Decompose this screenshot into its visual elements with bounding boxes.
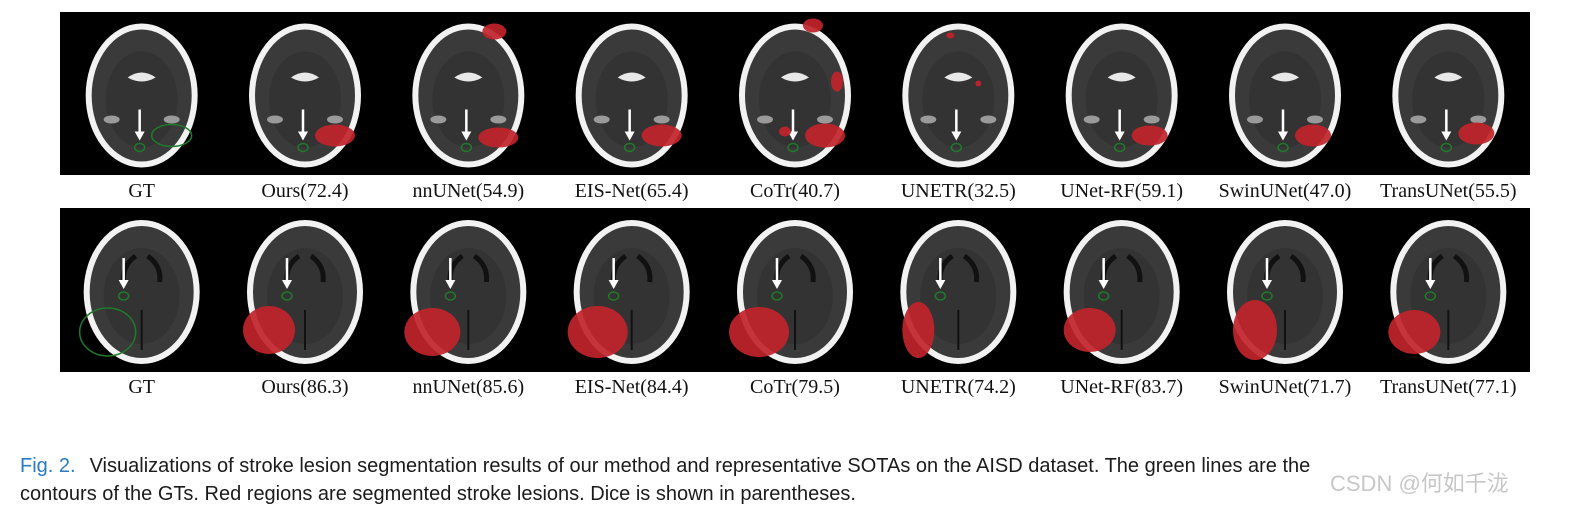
panel-label: Ours(72.4)	[261, 180, 349, 202]
lesion-region	[243, 306, 295, 354]
lesion-region	[404, 308, 461, 356]
lesion-region	[1388, 310, 1441, 354]
lesion-region	[779, 126, 791, 137]
ct-slice-panel	[412, 23, 525, 168]
panel-label: EIS-Net(65.4)	[574, 180, 689, 202]
lesion-region	[975, 80, 982, 87]
lesion-region	[902, 302, 935, 358]
ct-slice-panel	[404, 220, 527, 364]
caption-line-1: Fig. 2. Visualizations of stroke lesion s…	[20, 452, 1570, 480]
lesion-region	[315, 124, 355, 147]
lesion-region	[803, 18, 823, 33]
panel-label: GT	[128, 180, 155, 202]
ct-slice-panel	[739, 18, 851, 168]
ct-slice-panel	[1227, 220, 1343, 364]
panel-label: EIS-Net(84.4)	[574, 376, 689, 398]
lesion-region	[831, 71, 843, 92]
ct-strip-row-1	[60, 12, 1530, 175]
ct-slice-panel	[1063, 220, 1180, 364]
ct-slice-panel	[1065, 23, 1178, 168]
caption-text-1: Visualizations of stroke lesion segmenta…	[89, 455, 1311, 477]
lesion-region	[1131, 125, 1168, 146]
figure-caption: Fig. 2. Visualizations of stroke lesion s…	[20, 452, 1570, 508]
ct-slice-panel	[243, 220, 363, 364]
panel-label: UNet-RF(83.7)	[1060, 376, 1184, 398]
ct-strip-row-2	[60, 208, 1530, 372]
lesion-region	[1233, 300, 1277, 360]
ct-slice-panel	[900, 220, 1017, 364]
panel-label: CoTr(79.5)	[750, 376, 840, 398]
ct-slice-panel	[249, 23, 361, 168]
panel-label: SwinUNet(71.7)	[1218, 376, 1352, 398]
ct-slice-panel	[575, 23, 688, 168]
lesion-region	[567, 306, 628, 358]
panel-label: TransUNet(77.1)	[1380, 376, 1517, 398]
labels-row-1: GT Ours(72.4) nnUNet(54.9) EIS-Net(65.4)…	[60, 180, 1530, 203]
ct-slice-panel	[1388, 220, 1507, 364]
panel-label: nnUNet(85.6)	[412, 376, 525, 398]
watermark: CSDN @何如千泷	[1330, 471, 1509, 496]
ct-slice-panel	[902, 23, 1015, 168]
ct-slice-panel	[567, 220, 690, 364]
panel-label: UNETR(74.2)	[900, 376, 1016, 398]
panel-label: UNet-RF(59.1)	[1060, 180, 1184, 202]
ct-slice-panel	[729, 220, 853, 364]
labels-row-2: GT Ours(86.3) nnUNet(85.6) EIS-Net(84.4)…	[60, 376, 1530, 399]
panel-label: UNETR(32.5)	[900, 180, 1016, 202]
panel-label: Ours(86.3)	[261, 376, 349, 398]
panel-label: GT	[128, 376, 155, 398]
ct-slice-panel	[1229, 23, 1341, 168]
panel-label: TransUNet(55.5)	[1380, 180, 1517, 202]
lesion-region	[805, 123, 845, 148]
lesion-region	[1295, 124, 1331, 147]
ct-slice-panel	[78, 220, 200, 364]
panel-label: SwinUNet(47.0)	[1218, 180, 1352, 202]
lesion-region	[729, 307, 789, 357]
lesion-region	[482, 23, 507, 40]
lesion-region	[1063, 308, 1116, 352]
figure-reference: Fig. 2.	[20, 455, 76, 477]
ct-slice-panel	[1392, 23, 1505, 168]
panel-label: CoTr(40.7)	[750, 180, 840, 202]
ct-images-row-1	[85, 18, 1505, 168]
ct-slice-panel	[85, 23, 198, 168]
lesion-region	[641, 124, 682, 147]
lesion-region	[946, 32, 955, 39]
ct-images-row-2	[78, 220, 1507, 364]
panel-label: nnUNet(54.9)	[412, 180, 525, 202]
lesion-region	[478, 127, 519, 148]
caption-line-2: contours of the GTs. Red regions are seg…	[20, 483, 856, 505]
lesion-region	[1458, 122, 1495, 145]
